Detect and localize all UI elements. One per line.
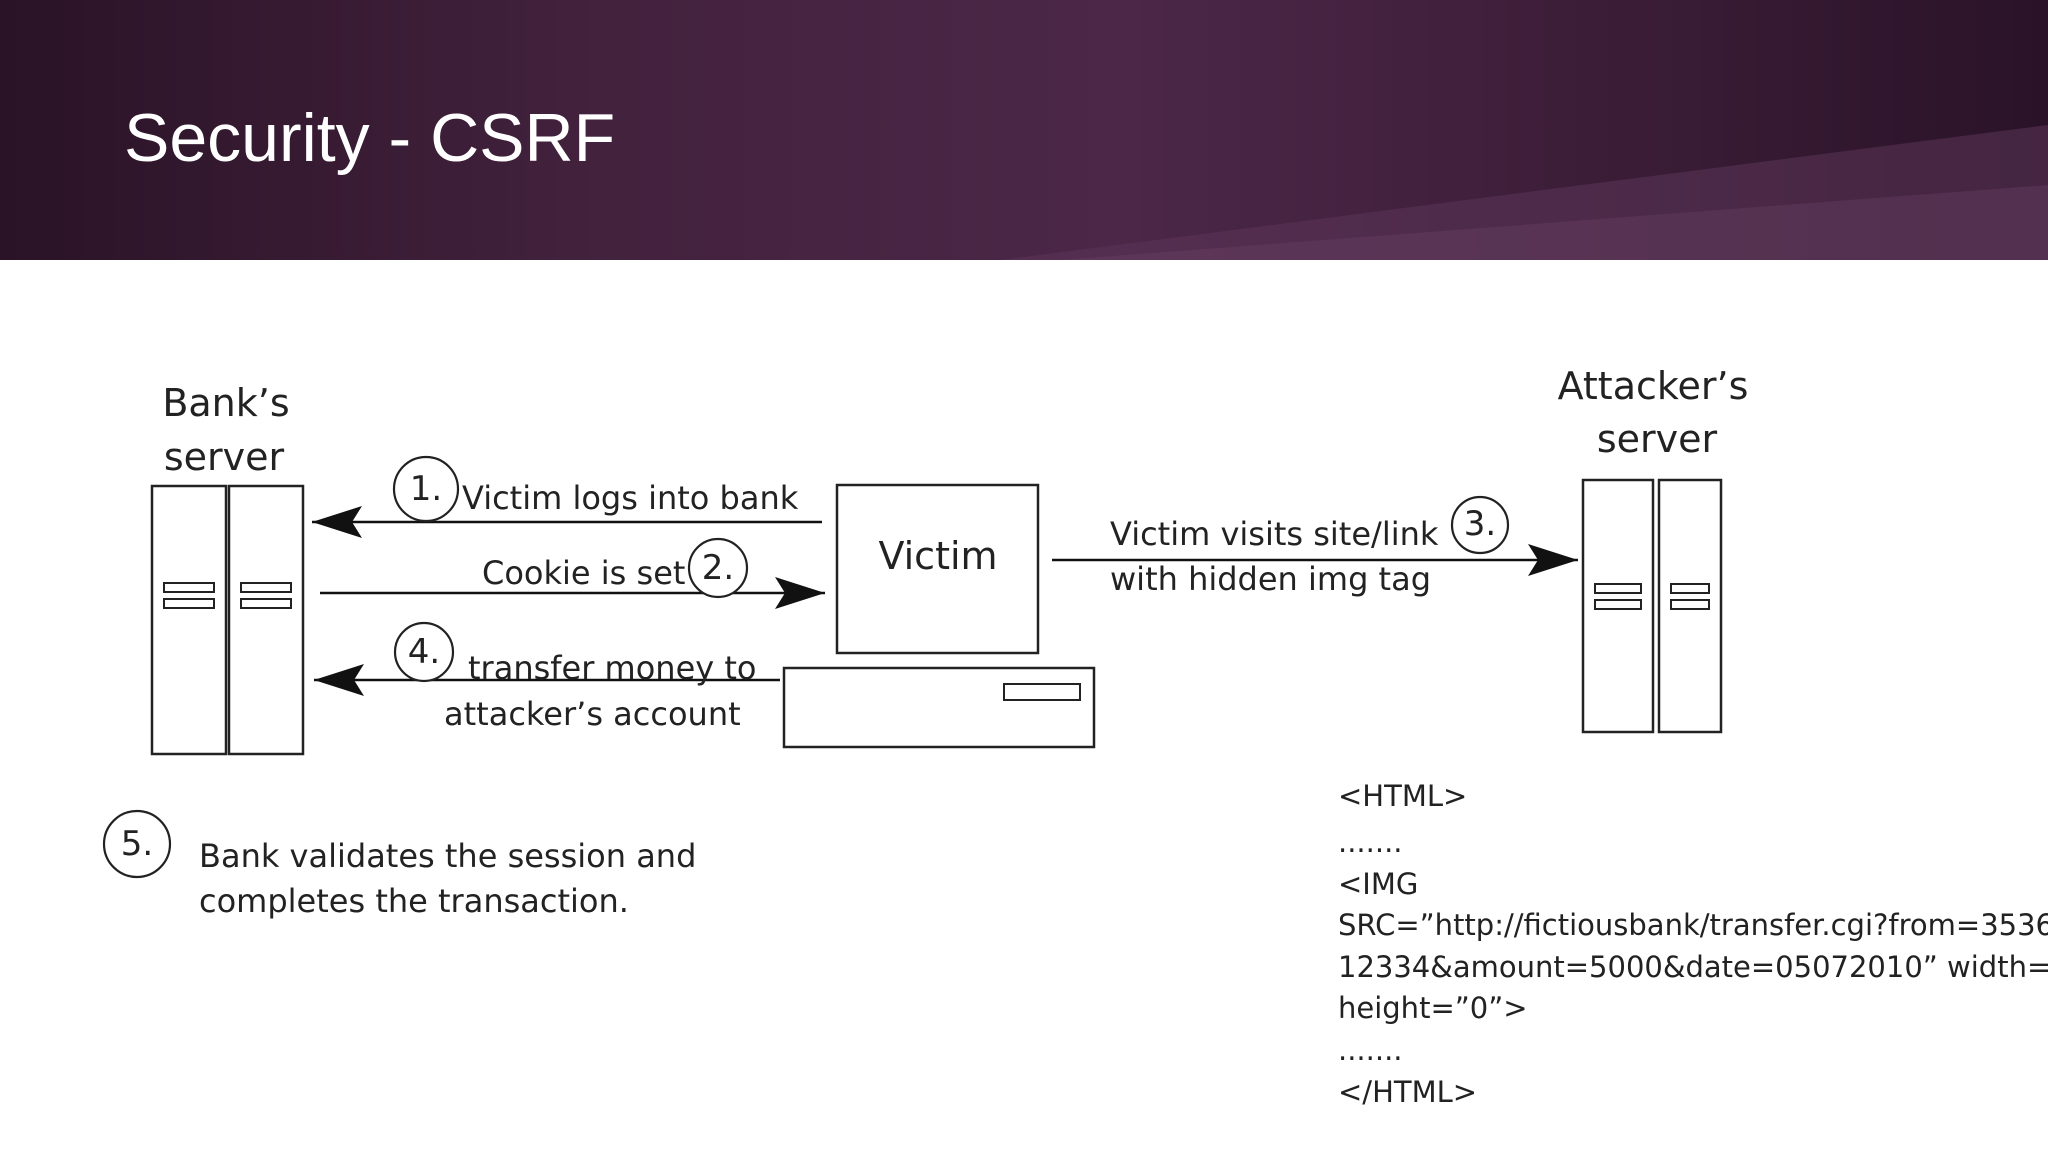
step3-number: 3. (1464, 504, 1496, 544)
header-decoration (1000, 125, 2048, 260)
step2-circle (687, 537, 749, 599)
step4-number: 4. (408, 632, 440, 672)
victim-computer-base (782, 666, 1096, 749)
step5-circle (102, 809, 172, 879)
code-snippet-line: SRC=”http://fictiousbank/transfer.cgi?fr… (1338, 908, 2048, 942)
code-snippet-line: height=”0”> (1338, 991, 1528, 1025)
bank-server-tower-slot (240, 582, 292, 593)
step4-text: attacker’s account (444, 695, 741, 733)
step3-text: Victim visits site/link (1110, 515, 1439, 553)
attacker-server-tower (1581, 478, 1655, 734)
step4-text: transfer money to (468, 649, 757, 687)
attacker-server-label: server (1597, 417, 1718, 461)
arrow-step2-head (775, 577, 825, 609)
bank-server-tower (150, 484, 228, 756)
step2-text: Cookie is set (482, 554, 685, 592)
step1-circle (392, 455, 460, 523)
code-snippet-line: 12334&amount=5000&date=05072010” width=”… (1338, 950, 2048, 984)
attacker-server-tower (1657, 478, 1723, 734)
code-snippet-line: ....... (1338, 1033, 1403, 1067)
attacker-server-tower-slot (1670, 599, 1710, 610)
victim-drive-slot (1003, 683, 1081, 701)
code-snippet-line: </HTML> (1338, 1075, 1477, 1109)
code-snippet-line: ....... (1338, 825, 1403, 859)
victim-monitor (835, 483, 1040, 655)
slide-header: Security - CSRF (0, 0, 2048, 260)
attacker-server-tower-slot (1670, 583, 1710, 594)
step2-number: 2. (702, 548, 734, 588)
step1-text: Victim logs into bank (462, 479, 799, 517)
step1-number: 1. (410, 469, 442, 509)
step5-number: 5. (121, 824, 153, 864)
attacker-server-label: Attacker’s (1558, 364, 1749, 408)
arrow-step4-head (314, 664, 364, 696)
attacker-server-tower-slot (1594, 583, 1642, 594)
step5-text: completes the transaction. (199, 882, 629, 920)
code-snippet-line: <IMG (1338, 867, 1418, 901)
code-snippet-line: <HTML> (1338, 779, 1467, 813)
bank-server-label: Bank’s (162, 381, 289, 425)
victim-label: Victim (878, 534, 997, 578)
bank-server-label: server (164, 435, 285, 479)
step4-circle (393, 621, 455, 683)
bank-server-tower-slot (163, 582, 215, 593)
bank-server-tower-slot (163, 598, 215, 609)
arrow-step1-head (312, 506, 362, 538)
slide-title: Security - CSRF (124, 100, 616, 176)
attacker-server-tower-slot (1594, 599, 1642, 610)
bank-server-tower (227, 484, 305, 756)
step3-text: with hidden img tag (1110, 560, 1431, 598)
arrow-step3-head (1528, 544, 1578, 576)
bank-server-tower-slot (240, 598, 292, 609)
step5-text: Bank validates the session and (199, 837, 696, 875)
diagram-shapes (102, 455, 1723, 879)
step3-circle (1450, 495, 1510, 555)
